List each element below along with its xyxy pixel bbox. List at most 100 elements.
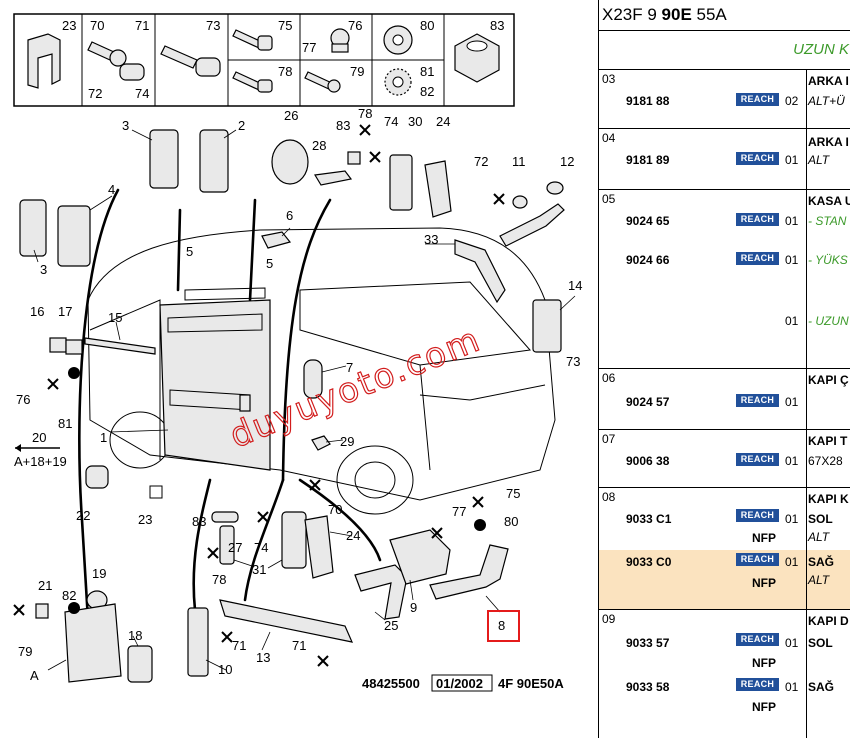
section-number: 07 [602, 432, 616, 446]
part-desc: 67X28 [808, 454, 843, 468]
callout-label: 27 [228, 540, 242, 555]
section-title: KAPI D [808, 614, 849, 628]
section-title: KAPI K [808, 492, 849, 506]
callout-label: 30 [408, 114, 422, 129]
exploded-parts [13, 124, 576, 683]
callout-label: 18 [128, 628, 142, 643]
callout-label: 16 [30, 304, 44, 319]
part-ref[interactable]: 9024 65 [626, 214, 670, 228]
reach-badge: REACH [736, 93, 779, 106]
callout-label: 13 [256, 650, 270, 665]
callout-label: 75 [506, 486, 520, 501]
section-title: KAPI T [808, 434, 848, 448]
part-desc: - YÜKS [808, 253, 848, 267]
reach-badge: REACH [736, 252, 779, 265]
part-ref[interactable]: 9024 57 [626, 395, 670, 409]
header-bold: 90E [661, 5, 692, 24]
callout-label: A+18+19 [14, 454, 67, 469]
callout-label: 72 [88, 86, 102, 101]
reach-badge: REACH [736, 453, 779, 466]
reach-badge: REACH [736, 213, 779, 226]
section-number: 08 [602, 490, 616, 504]
footer-date: 01/2002 [436, 676, 483, 691]
callout-label: 79 [18, 644, 32, 659]
part-qty: 01 [785, 454, 799, 468]
callout-label: 31 [252, 562, 266, 577]
callout-label: 76 [348, 18, 362, 33]
callout-label: 24 [346, 528, 360, 543]
section-title: ARKA I [808, 74, 849, 88]
reach-badge: REACH [736, 553, 779, 566]
callout-label: 83 [336, 118, 350, 133]
callout-label: 10 [218, 662, 232, 677]
callout-label: 7 [346, 360, 353, 375]
callout-label: 23 [62, 18, 76, 33]
parts-table-panel: X23F 9 90E 55A UZUN K 03 ARKA I 9181 88 … [598, 0, 850, 738]
callout-label: 70 [90, 18, 104, 33]
hardware-parts-box [13, 13, 515, 107]
callout-label: 77 [302, 40, 316, 55]
footer-ref: 4F 90E50A [498, 676, 564, 691]
part-ref[interactable]: 9181 89 [626, 153, 670, 167]
callout-label: A [30, 668, 39, 683]
section-title: KASA U [808, 194, 850, 208]
callout-label: 15 [108, 310, 122, 325]
footer-code: 48425500 [362, 676, 420, 691]
section-number: 09 [602, 612, 616, 626]
part-desc: SAĞ [808, 555, 835, 569]
section-06: 06 KAPI Ç 9024 57 REACH 01 [599, 369, 850, 430]
part-ref[interactable]: 9033 C1 [626, 512, 672, 526]
section-03: 03 ARKA I 9181 88 REACH 02 ALT+Ü [599, 70, 850, 129]
part-desc: SOL [808, 512, 833, 526]
panel-subheader: UZUN K [599, 31, 850, 70]
reach-badge: REACH [736, 509, 779, 522]
callout-label: 17 [58, 304, 72, 319]
section-title: KAPI Ç [808, 373, 849, 387]
callout-label: 19 [92, 566, 106, 581]
selected-row-highlight [599, 550, 850, 609]
part-desc: SOL [808, 636, 833, 650]
section-05: 05 KASA U 9024 65 REACH 01 - STAN 9024 6… [599, 190, 850, 369]
section-number: 06 [602, 371, 616, 385]
highlight-box[interactable] [487, 610, 520, 642]
callout-label: 24 [436, 114, 450, 129]
callout-label: 21 [38, 578, 52, 593]
callout-label: 5 [266, 256, 273, 271]
part-ref[interactable]: 9033 58 [626, 680, 670, 694]
callout-label: 73 [566, 354, 580, 369]
callout-label: 1 [100, 430, 107, 445]
callout-label: 78 [212, 572, 226, 587]
callout-label: 22 [76, 508, 90, 523]
part-ref[interactable]: 9033 57 [626, 636, 670, 650]
section-07: 07 KAPI T 9006 38 REACH 01 67X28 [599, 430, 850, 488]
part-qty: 01 [785, 395, 799, 409]
callout-label: 78 [278, 64, 292, 79]
callout-label: 9 [410, 600, 417, 615]
callout-label: 71 [292, 638, 306, 653]
callout-label: 6 [286, 208, 293, 223]
reach-badge: REACH [736, 633, 779, 646]
nfp-label: NFP [752, 700, 776, 714]
callout-label: 75 [278, 18, 292, 33]
part-desc-2: ALT [808, 573, 830, 587]
callout-label: 28 [312, 138, 326, 153]
section-04: 04 ARKA I 9181 89 REACH 01 ALT [599, 129, 850, 190]
part-desc: - STAN [808, 214, 847, 228]
header-post: 55A [691, 5, 727, 24]
part-ref[interactable]: 9006 38 [626, 454, 670, 468]
section-08: 08 KAPI K 9033 C1 REACH 01 SOL NFP ALT 9… [599, 488, 850, 610]
part-ref-selected[interactable]: 9033 C0 [626, 555, 672, 569]
callout-label: 71 [232, 638, 246, 653]
callout-label: 74 [384, 114, 398, 129]
part-ref[interactable]: 9024 66 [626, 253, 670, 267]
part-ref[interactable]: 9181 88 [626, 94, 670, 108]
callout-label: 76 [16, 392, 30, 407]
callout-label: 14 [568, 278, 582, 293]
callout-label: 72 [474, 154, 488, 169]
callout-label: 81 [420, 64, 434, 79]
nfp-label: NFP [752, 656, 776, 670]
panel-header: X23F 9 90E 55A [599, 0, 850, 31]
callout-label: 73 [206, 18, 220, 33]
part-qty: 01 [785, 680, 799, 694]
part-qty: 01 [785, 555, 799, 569]
